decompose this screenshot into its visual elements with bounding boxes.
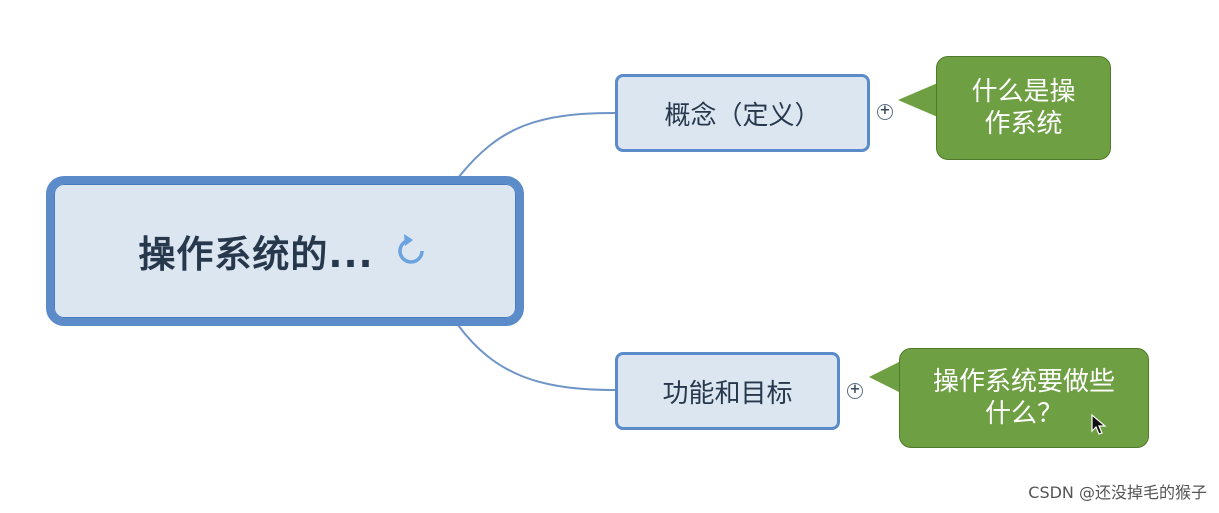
callout-2-pointer [869,361,901,393]
topic-function-goal-label: 功能和目标 [662,378,793,409]
connector-root-to-topic-2 [457,324,616,391]
connector-root-to-topic-1 [457,112,616,179]
topic-concept[interactable]: 概念（定义） [615,74,870,152]
callout-note-concept-text: 什么是操 作系统 [971,77,1076,139]
callout-1-pointer [898,82,940,118]
refresh-arrow-icon[interactable] [392,227,432,276]
expand-topic-function-goal-icon[interactable]: + [847,383,863,399]
topic-concept-label: 概念（定义） [664,100,821,131]
callout-note-concept[interactable]: 什么是操 作系统 [936,56,1111,160]
mouse-cursor-icon [1091,413,1107,435]
watermark-text: CSDN @还没掉毛的猴子 [1028,483,1207,502]
callout-note-function-goal-text: 操作系统要做些 什么？ [932,367,1115,429]
root-topic[interactable]: 操作系统的... [46,176,524,326]
topic-function-goal[interactable]: 功能和目标 [615,352,840,430]
expand-topic-concept-icon[interactable]: + [877,104,893,120]
root-topic-label: 操作系统的... [138,233,374,276]
callout-note-function-goal[interactable]: 操作系统要做些 什么？ [899,348,1149,448]
